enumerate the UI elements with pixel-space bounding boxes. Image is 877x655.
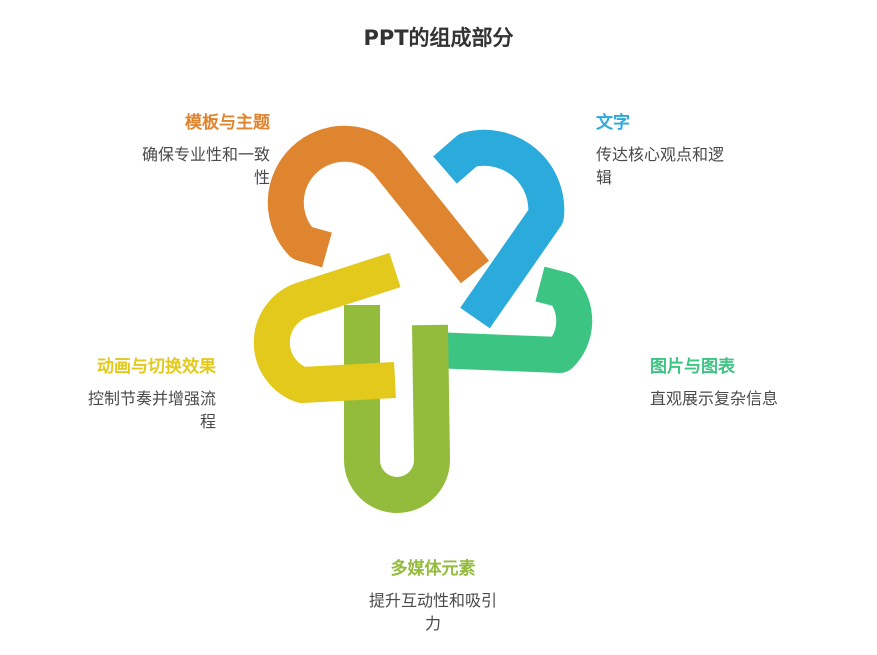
label-animation: 动画与切换效果 控制节奏并增强流 程 [20, 356, 216, 433]
multimedia-heading: 多媒体元素 [390, 559, 476, 579]
loop-animation [253, 252, 401, 403]
template-heading: 模板与主题 [185, 113, 270, 133]
images-desc-line-1: 直观展示复杂信息 [650, 389, 779, 408]
label-template: 模板与主题 确保专业性和一致 性 [40, 112, 270, 189]
loop-text [433, 129, 565, 329]
template-desc-line-1: 确保专业性和一致 [141, 145, 270, 164]
images-heading: 图片与图表 [650, 357, 735, 377]
label-images: 图片与图表 直观展示复杂信息 [650, 356, 850, 410]
label-text: 文字 传达核心观点和逻 辑 [596, 112, 796, 189]
loop-multimedia [344, 305, 450, 513]
five-loop-knot [253, 125, 593, 513]
text-heading: 文字 [596, 113, 630, 133]
page-title: PPT的组成部分 [363, 26, 514, 50]
animation-desc-line-1: 控制节奏并增强流 [87, 389, 216, 408]
multimedia-desc-line-2: 力 [424, 614, 441, 633]
text-desc-line-1: 传达核心观点和逻 [596, 145, 725, 164]
multimedia-desc-line-1: 提升互动性和吸引 [368, 591, 497, 610]
label-multimedia: 多媒体元素 提升互动性和吸引 力 [328, 558, 538, 635]
animation-desc-line-2: 程 [199, 412, 216, 431]
loop-template [267, 125, 490, 284]
text-desc-line-2: 辑 [596, 168, 613, 187]
template-desc-line-2: 性 [253, 168, 270, 187]
animation-heading: 动画与切换效果 [97, 357, 216, 377]
loop-images [431, 266, 593, 373]
